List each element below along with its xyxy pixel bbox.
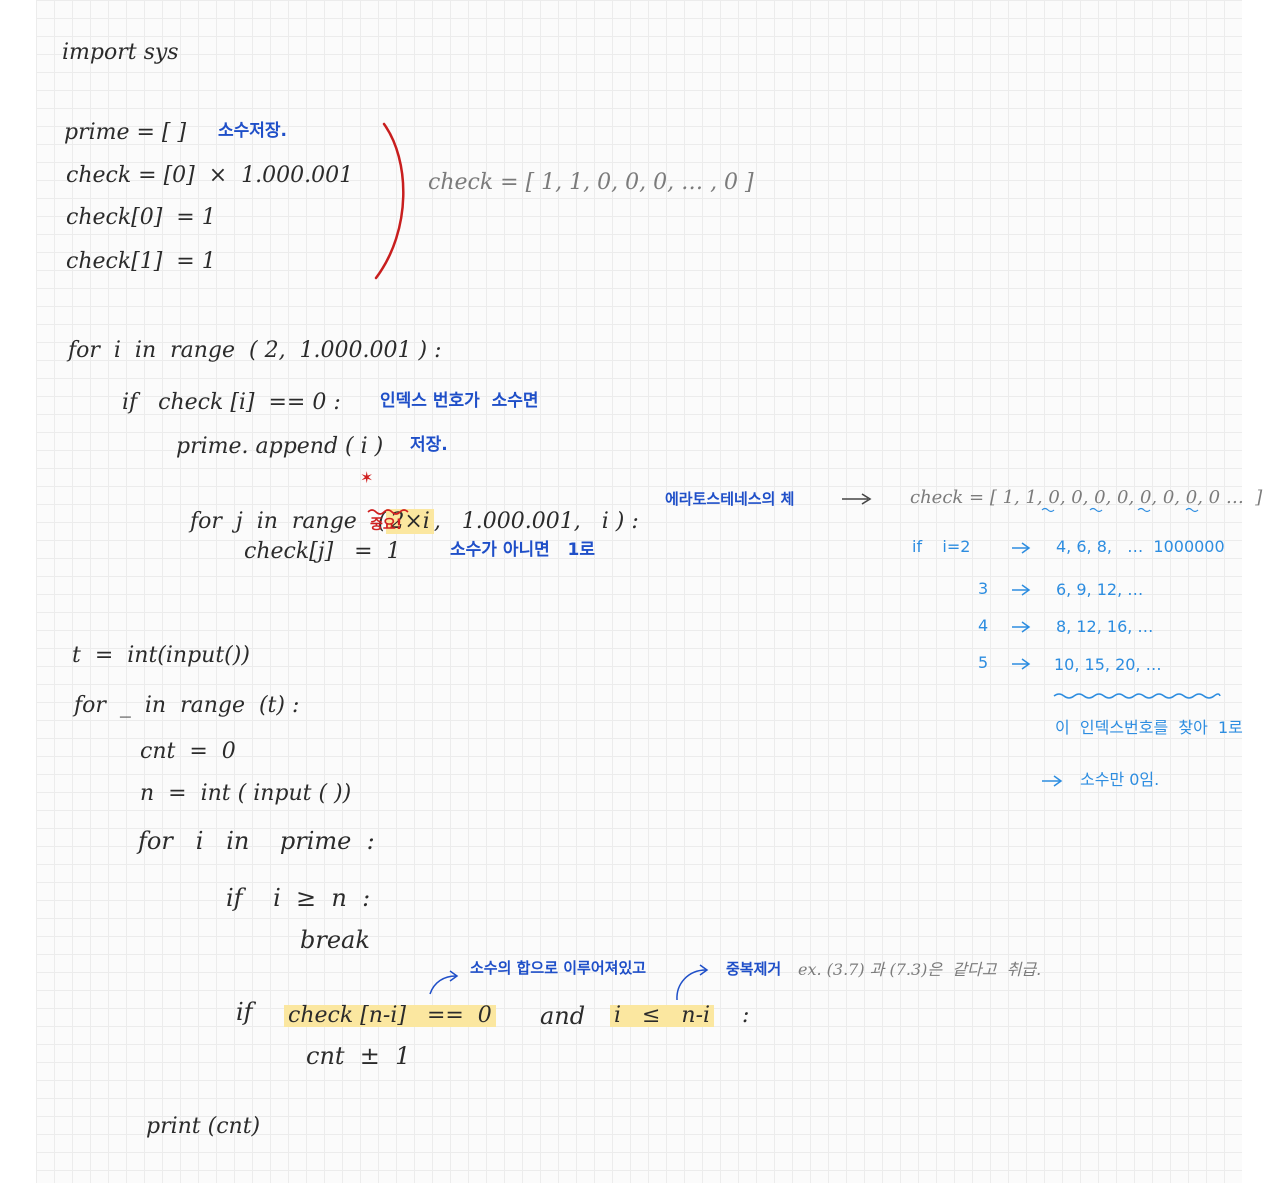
import-line: import sys — [62, 40, 179, 65]
side-row1-cond: if i=2 — [912, 537, 971, 556]
t-input-line: t = int(input()) — [72, 643, 250, 668]
check-j-line: check[j] = 1 — [244, 539, 401, 564]
check-result-note: check = [ 1, 1, 0, 0, 0, … , 0 ] — [428, 170, 754, 195]
arrow-icon-row2 — [1012, 584, 1031, 596]
side-row2-values: 6, 9, 12, … — [1056, 580, 1144, 599]
wavy-underline — [1053, 693, 1221, 699]
side-row1-values: 4, 6, 8, … 1000000 — [1056, 537, 1225, 556]
side-note-prime: 소수만 0임. — [1080, 770, 1160, 789]
for-j-prefix: for j in range ( — [190, 509, 387, 534]
prime-declaration: prime = [ ] — [64, 120, 187, 145]
red-bracket — [374, 122, 405, 280]
cnt-init: cnt = 0 — [140, 739, 236, 764]
check-declaration: check = [0] × 1.000.001 — [66, 163, 354, 188]
side-check-list: check = [ 1, 1, 0, 0, 0, 0, 0, 0, 0, 0 …… — [910, 487, 1263, 508]
example-note: ex. (3.7) 과 (7.3)은 같다고 취급. — [798, 960, 1042, 979]
append-line: prime. append ( i ) — [176, 434, 384, 459]
prime-note: 소수저장. — [218, 121, 288, 141]
side-row4-values: 10, 15, 20, … — [1054, 655, 1162, 674]
append-note: 저장. — [410, 435, 448, 455]
for-i-loop: for i in range ( 2, 1.000.001 ) : — [68, 338, 442, 363]
check-zero: check[0] = 1 — [66, 205, 216, 230]
condition-check: check [n-i] == 0 — [284, 1005, 496, 1027]
side-note-index: 이 인덱스번호를 찾아 1로 — [1055, 718, 1243, 737]
break-line: break — [300, 926, 370, 954]
side-row2-cond: 3 — [978, 579, 989, 598]
for-range-t: for _ in range (t) : — [74, 693, 300, 718]
important-note: 중요! — [370, 517, 403, 533]
if-break-cond: if i ≥ n : — [226, 884, 371, 912]
for-j-suffix: , 1.000.001, i ) : — [433, 509, 639, 534]
curved-arrow-sum — [429, 970, 459, 995]
curved-arrow-dup — [676, 964, 709, 1001]
side-row4-cond: 5 — [978, 653, 989, 672]
arrow-icon-row4 — [1012, 658, 1031, 670]
side-row3-cond: 4 — [978, 616, 989, 635]
arrow-right-icon — [842, 493, 872, 505]
print-line: print (cnt) — [146, 1114, 261, 1139]
if-check-line: if check [i] == 0 : — [122, 390, 341, 415]
if-check-note: 인덱스 번호가 소수면 — [380, 391, 539, 411]
check-j-note: 소수가 아니면 1로 — [450, 540, 595, 560]
condition-range: i ≤ n-i — [610, 1005, 715, 1027]
if-colon: : — [742, 1003, 750, 1028]
dup-note: 중복제거 — [726, 960, 782, 978]
arrow-icon-row1 — [1012, 542, 1031, 554]
star-mark: ✶ — [360, 468, 374, 487]
sum-note: 소수의 합으로 이루어져있고 — [470, 959, 647, 977]
n-input-line: n = int ( input ( )) — [140, 781, 352, 806]
if-keyword: if — [236, 998, 253, 1026]
red-squiggle — [367, 509, 409, 515]
arrow-icon-prime-note — [1042, 775, 1063, 787]
side-row3-values: 8, 12, 16, … — [1056, 617, 1154, 636]
note-paper — [36, 0, 1242, 1183]
and-keyword: and — [540, 1002, 586, 1030]
for-prime-loop: for i in prime : — [138, 827, 375, 855]
check-one: check[1] = 1 — [66, 249, 216, 274]
for-j-loop: for j in range (2×i, 1.000.001, i ) : — [176, 489, 639, 534]
zero-marks — [1041, 507, 1199, 513]
arrow-icon-row3 — [1012, 621, 1031, 633]
cnt-increment: cnt ± 1 — [306, 1042, 411, 1070]
sieve-note: 에라토스테네스의 체 — [665, 490, 795, 508]
